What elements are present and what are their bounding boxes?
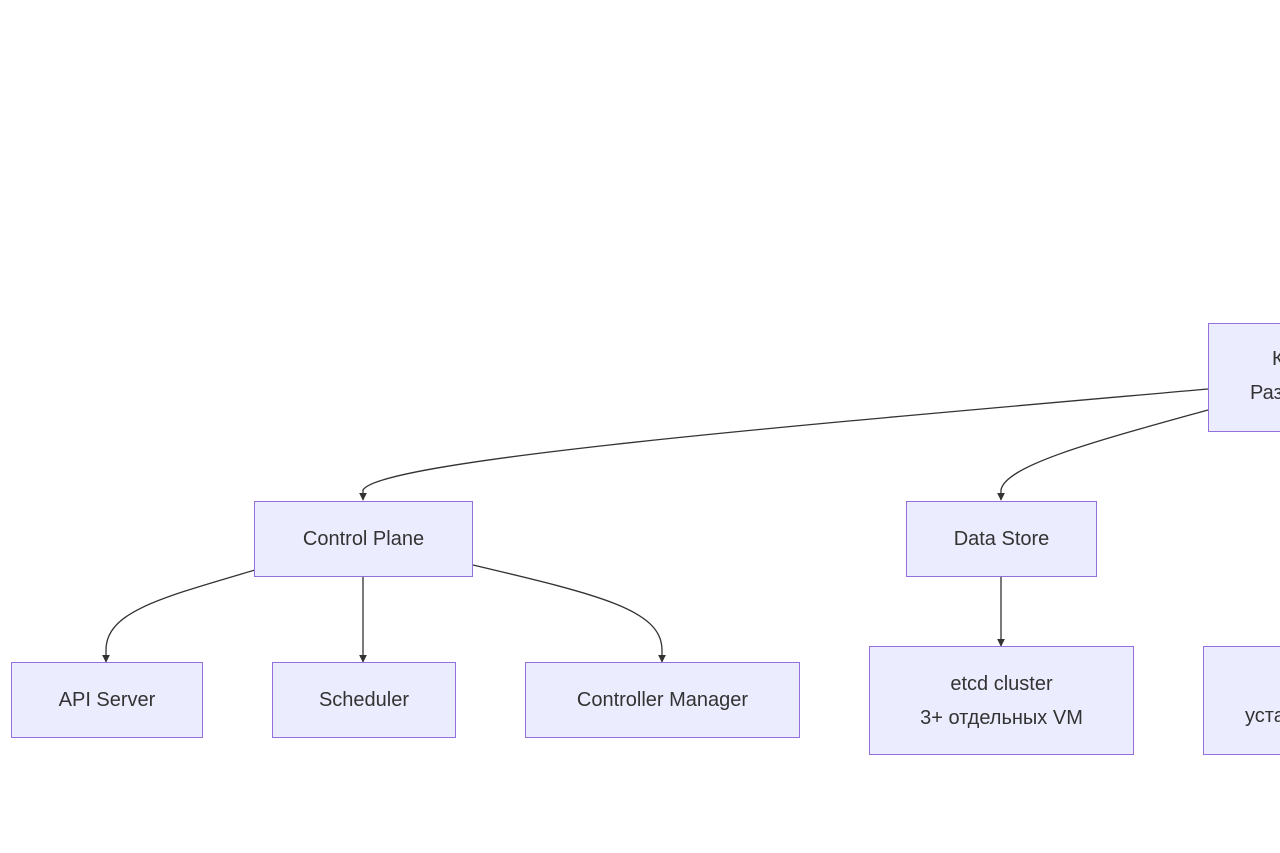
node-control-plane: Control Plane [254, 501, 473, 577]
node-api-server: API Server [11, 662, 203, 738]
node-label: Data Store [953, 528, 1050, 550]
edge-root-control-plane [359, 388, 1209, 501]
node-data-store: Data Store [906, 501, 1097, 577]
node-label-line2: 3+ отдельных VM [920, 706, 1083, 729]
node-label: Scheduler [318, 689, 410, 711]
node-label: Controller Manager [576, 689, 749, 711]
node-label: Control Plane [302, 528, 425, 550]
node-label-line1: etcd cluster [950, 672, 1053, 695]
edge-control-controller [472, 564, 666, 663]
node-root-line1: К [1272, 348, 1280, 370]
node-right-bottom [1203, 646, 1280, 755]
node-label: API Server [58, 689, 156, 711]
node-controller-manager: Controller Manager [525, 662, 800, 738]
node-root-line2: Раз [1250, 382, 1280, 404]
edge-root-data-store [997, 409, 1209, 501]
node-etcd-cluster: etcd cluster 3+ отдельных VM [869, 646, 1134, 755]
node-right-bottom-line2: уста [1245, 705, 1280, 727]
edge-control-api [102, 569, 256, 663]
node-root [1208, 323, 1280, 432]
node-scheduler: Scheduler [272, 662, 456, 738]
